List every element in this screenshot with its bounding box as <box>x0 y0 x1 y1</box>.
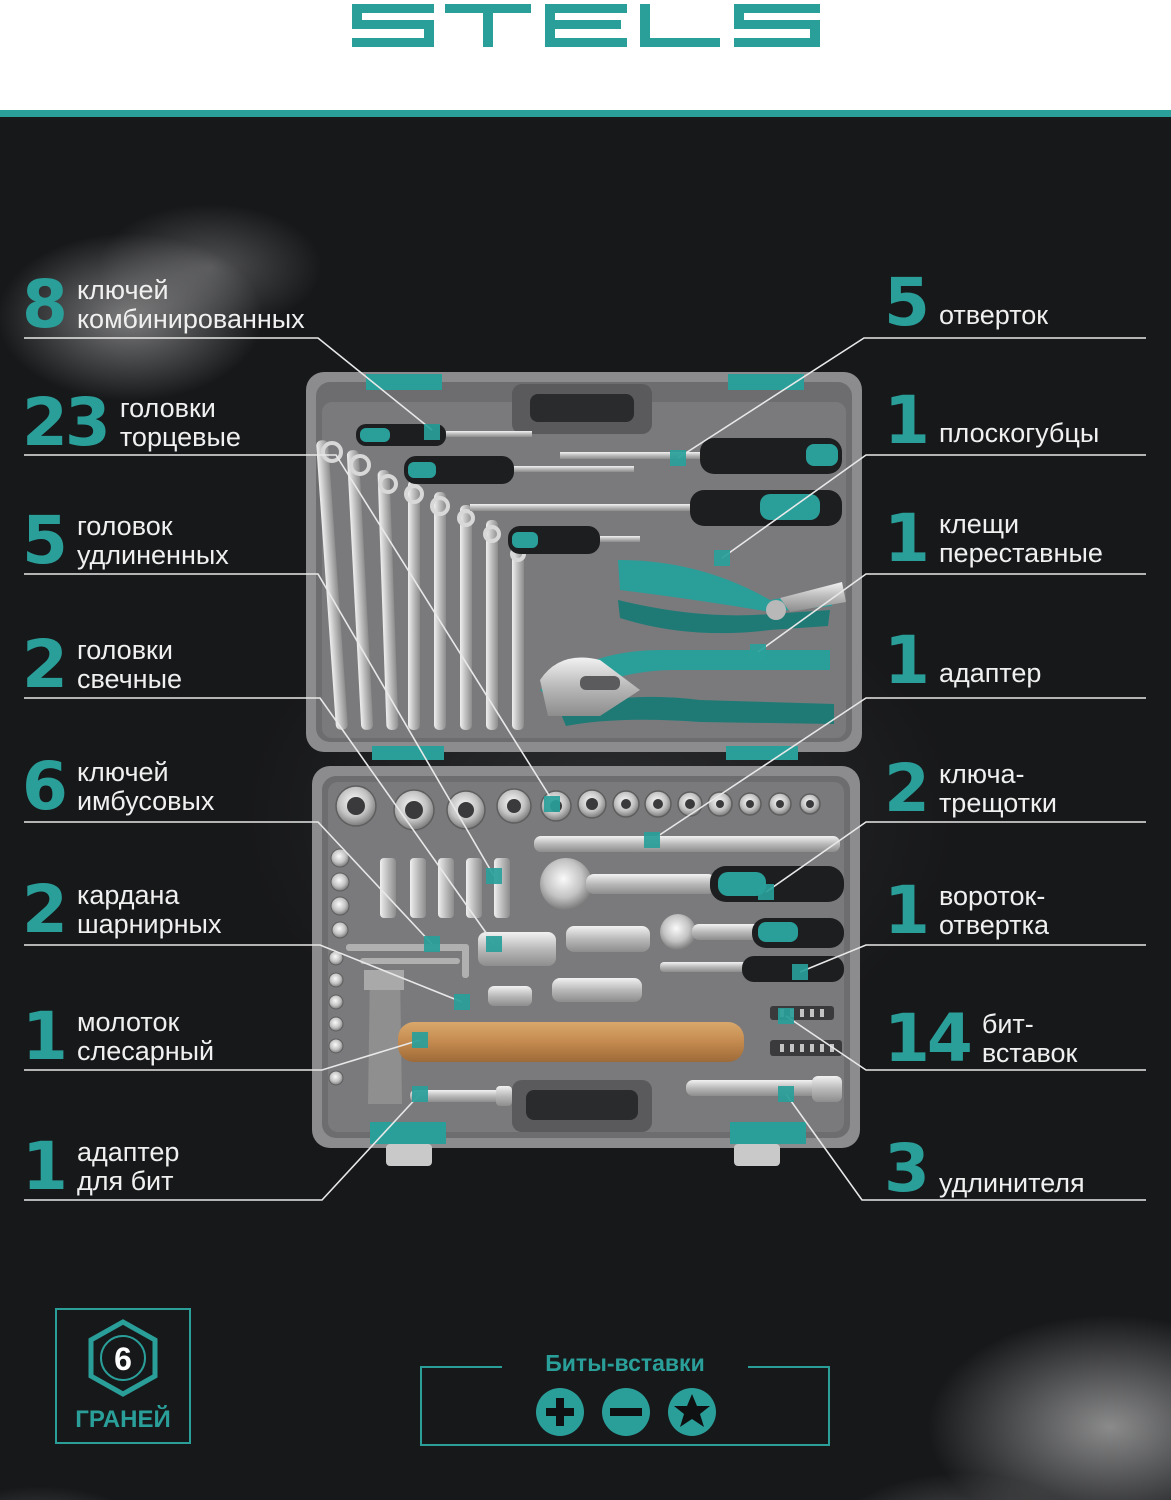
label-text: кардана шарнирных <box>76 880 222 939</box>
count: 2 <box>22 871 68 948</box>
count: 3 <box>884 1130 930 1207</box>
bits-panel-title: Биты-вставки <box>545 1350 705 1376</box>
count: 5 <box>22 502 68 579</box>
label-text: удлинителя <box>938 1167 1085 1198</box>
case-top-tray <box>306 372 862 760</box>
label-spinner-handle: 1 вороток- отвертка <box>884 878 1049 944</box>
bits-panel <box>420 1366 830 1446</box>
case-bottom-tray <box>312 766 860 1166</box>
label-text: ключей имбусовых <box>76 757 215 816</box>
count: 23 <box>22 384 111 461</box>
count: 2 <box>22 626 68 703</box>
label-bits: 14 бит- вставок <box>884 1006 1077 1072</box>
hexagon-icon: 6 <box>88 1319 158 1397</box>
count: 6 <box>22 748 68 825</box>
count: 1 <box>884 382 930 459</box>
phillips-bit-icon <box>536 1388 584 1436</box>
label-adapter: 1 адаптер <box>884 628 1041 694</box>
count: 2 <box>884 750 930 827</box>
label-hammer: 1 молоток слесарный <box>22 1004 214 1070</box>
count: 1 <box>884 500 930 577</box>
hex-badge: 6 ГРАНЕЙ <box>55 1308 191 1444</box>
label-text: головки свечные <box>76 635 182 694</box>
label-text: головок удлиненных <box>76 511 229 570</box>
label-spark-plug-sockets: 2 головки свечные <box>22 632 182 698</box>
label-combination-wrenches: 8 ключей комбинированных <box>22 272 305 338</box>
callout-markers <box>412 424 808 1102</box>
header <box>0 0 1171 110</box>
count: 5 <box>884 264 930 341</box>
count: 1 <box>884 622 930 699</box>
label-adjustable-pliers: 1 клещи переставные <box>884 506 1103 572</box>
torx-bit-icon <box>668 1388 716 1436</box>
leader-lines <box>24 337 1146 1201</box>
hex-number: 6 <box>114 1341 132 1377</box>
label-pliers: 1 плоскогубцы <box>884 388 1099 454</box>
label-universal-joints: 2 кардана шарнирных <box>22 877 221 943</box>
label-screwdrivers: 5 отверток <box>884 270 1048 336</box>
label-sockets: 23 головки торцевые <box>22 390 241 456</box>
label-deep-sockets: 5 головок удлиненных <box>22 508 229 574</box>
flat-bit-icon <box>602 1388 650 1436</box>
label-text: адаптер <box>938 657 1042 688</box>
accent-bar <box>0 110 1171 117</box>
label-text: ключа- трещотки <box>938 759 1057 818</box>
hex-caption: ГРАНЕЙ <box>75 1406 171 1433</box>
label-text: отверток <box>938 299 1049 330</box>
label-text: вороток- отвертка <box>938 881 1049 940</box>
count: 1 <box>884 872 930 949</box>
count: 8 <box>22 266 68 343</box>
stels-logo <box>352 4 820 47</box>
label-text: ключей комбинированных <box>76 275 305 334</box>
label-text: головки торцевые <box>119 393 241 452</box>
label-text: клещи переставные <box>938 509 1103 568</box>
label-text: плоскогубцы <box>938 417 1100 448</box>
label-bit-adapter: 1 адаптер для бит <box>22 1134 179 1200</box>
label-ratchets: 2 ключа- трещотки <box>884 756 1057 822</box>
label-text: адаптер для бит <box>76 1137 180 1196</box>
label-hex-keys: 6 ключей имбусовых <box>22 754 214 820</box>
count: 1 <box>22 998 68 1075</box>
label-text: молоток слесарный <box>76 1007 215 1066</box>
count: 1 <box>22 1128 68 1205</box>
label-text: бит- вставок <box>981 1009 1078 1068</box>
count: 14 <box>884 1000 973 1077</box>
label-extensions: 3 удлинителя <box>884 1136 1085 1202</box>
